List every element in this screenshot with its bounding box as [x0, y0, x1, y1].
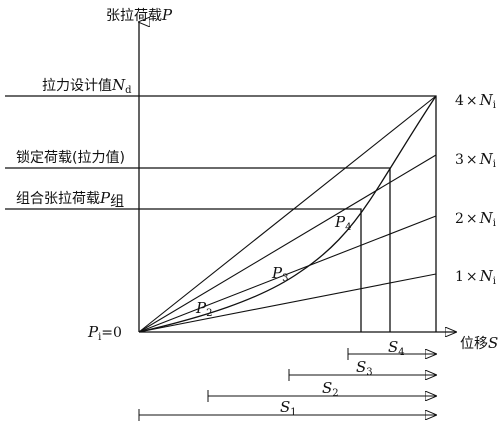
y-axis-label-symbol: P — [161, 6, 173, 24]
label-1Ni-times: × — [466, 269, 478, 285]
dimension-S2-subscript: 2 — [332, 388, 338, 399]
point-P3-subscript: 3 — [282, 273, 288, 284]
y-axis-label: 张拉荷载P — [106, 6, 173, 24]
lock-load-label-cn: 锁定荷载(拉力值) — [16, 150, 125, 166]
group-load-label-cn: 组合张拉荷载 — [16, 191, 100, 207]
dimension-label-S3: S3 — [356, 358, 373, 378]
label-1Ni-subscript: i — [493, 276, 496, 287]
point-P4-subscript: 4 — [345, 222, 351, 233]
label-4Ni-subscript: i — [493, 100, 496, 111]
x-axis-label: 位移S — [460, 334, 498, 352]
line-4Ni — [138, 95, 437, 333]
dimension-S2-symbol: S — [322, 379, 332, 397]
dimension-S1-symbol: S — [280, 398, 290, 416]
label-3Ni-subscript: i — [493, 159, 496, 170]
label-1Ni-symbol: N — [479, 267, 494, 285]
label-3Ni-coef: 3 — [455, 152, 464, 168]
label-1Ni: 1×Ni — [455, 267, 496, 287]
label-1Ni-coef: 1 — [455, 269, 464, 285]
point-label-P3: P3 — [271, 264, 288, 284]
label-2Ni-symbol: N — [479, 209, 494, 227]
line-1Ni — [138, 273, 437, 333]
dimension-S3-subscript: 3 — [366, 367, 372, 378]
point-P2-symbol: P — [195, 299, 207, 317]
dimension-S3-symbol: S — [356, 358, 366, 376]
dimension-S1-subscript: 1 — [290, 407, 296, 418]
design-load-label: 拉力设计值Nd — [42, 76, 132, 96]
label-2Ni-times: × — [466, 211, 478, 227]
y-axis-label-cn: 张拉荷载 — [106, 8, 162, 24]
origin-symbol: P — [87, 323, 99, 341]
load-curve — [138, 95, 437, 333]
label-4Ni: 4×Ni — [455, 91, 496, 111]
label-4Ni-symbol: N — [479, 91, 494, 109]
line-2Ni — [138, 215, 437, 333]
point-P2-subscript: 2 — [206, 308, 212, 319]
line-3Ni — [138, 154, 437, 333]
label-2Ni: 2×Ni — [455, 209, 496, 229]
point-label-P2: P2 — [195, 299, 212, 319]
design-load-symbol: N — [111, 76, 126, 94]
dimension-label-S1: S1 — [280, 398, 297, 418]
label-3Ni: 3×Ni — [455, 150, 496, 170]
group-load-subscript: 组 — [110, 194, 124, 210]
point-label-P4: P4 — [334, 213, 351, 233]
dimension-S4-subscript: 4 — [398, 347, 404, 358]
dimension-label-S2: S2 — [322, 379, 339, 399]
point-P4-symbol: P — [334, 213, 346, 231]
group-load-label: 组合张拉荷载P组 — [16, 189, 124, 210]
label-3Ni-times: × — [466, 152, 478, 168]
label-2Ni-subscript: i — [493, 218, 496, 229]
group-load-level-line — [5, 208, 362, 332]
design-load-label-cn: 拉力设计值 — [42, 78, 112, 94]
origin-subscript: i — [98, 332, 101, 343]
design-load-level-line — [5, 95, 437, 332]
label-3Ni-symbol: N — [479, 150, 494, 168]
point-P3-symbol: P — [271, 264, 283, 282]
design-load-subscript: d — [125, 85, 132, 96]
label-4Ni-times: × — [466, 93, 478, 109]
origin-equals: =0 — [101, 325, 122, 341]
dimension-S4-symbol: S — [388, 338, 398, 356]
x-axis-label-cn: 位移 — [460, 336, 488, 352]
lock-load-label: 锁定荷载(拉力值) — [16, 150, 125, 166]
label-2Ni-coef: 2 — [455, 211, 464, 227]
label-4Ni-coef: 4 — [455, 93, 464, 109]
origin-label: Pi=0 — [87, 323, 122, 343]
group-load-symbol: P — [99, 189, 111, 207]
dimension-label-S4: S4 — [388, 338, 405, 358]
x-axis-label-symbol: S — [488, 334, 498, 352]
